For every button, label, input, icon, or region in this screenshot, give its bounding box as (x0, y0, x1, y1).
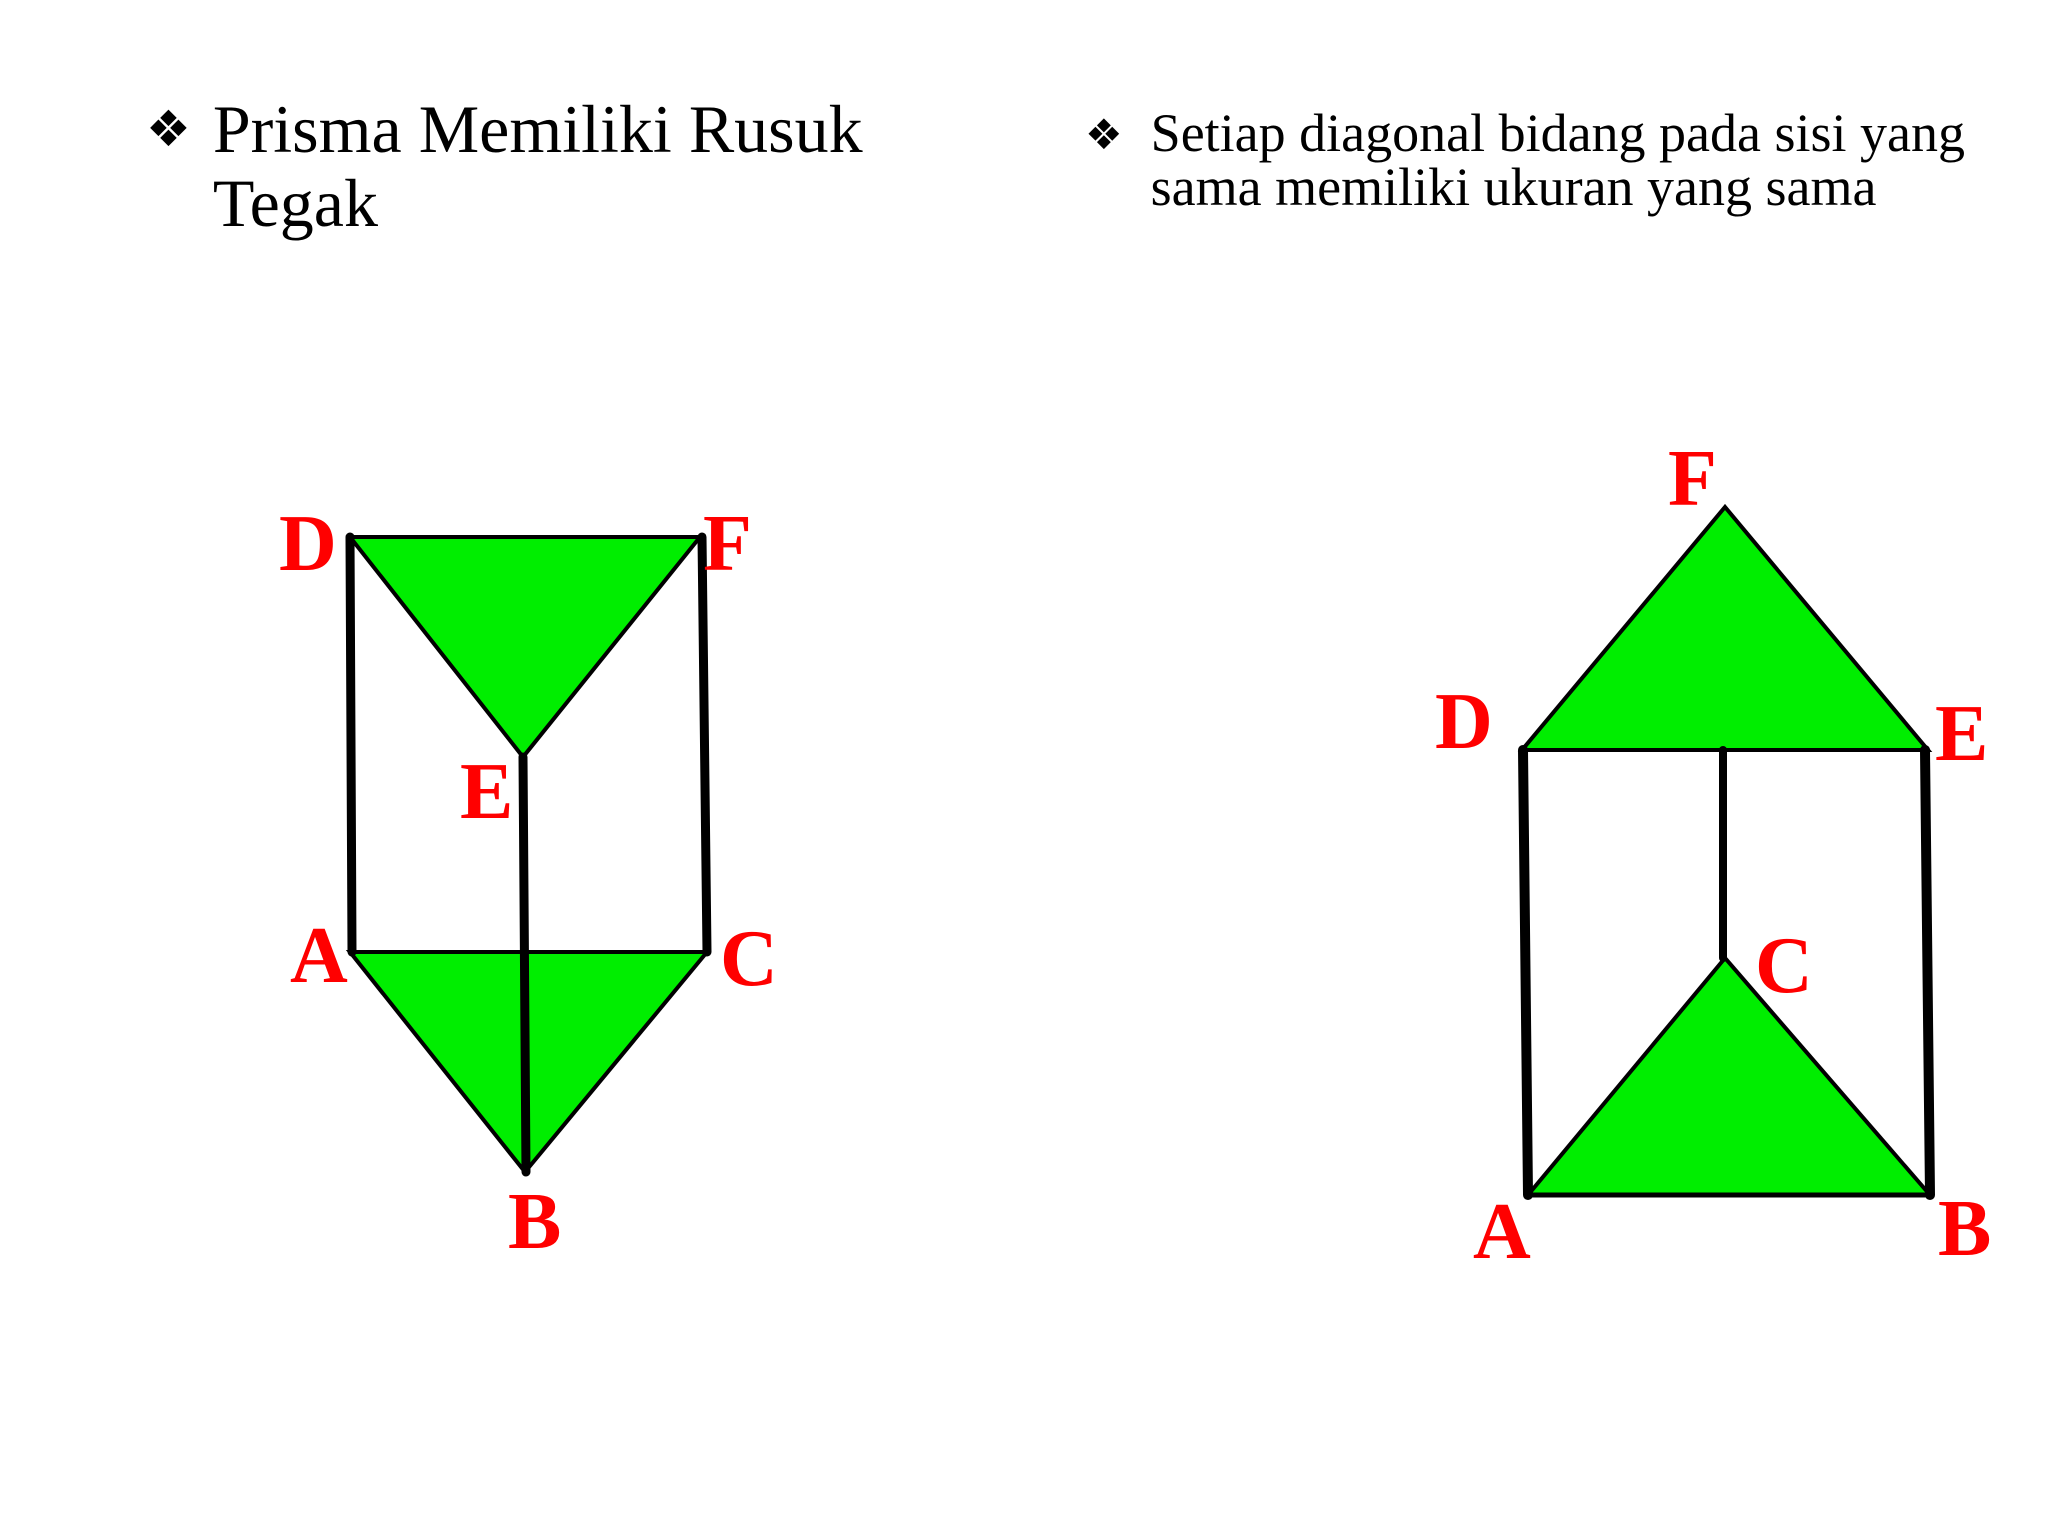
prism-faces-left (345, 535, 712, 1176)
bullet-text: Setiap diagonal bidang pada sisi yang sa… (1150, 103, 1965, 217)
bullet-text: Prisma Memiliki Rusuk Tegak (212, 91, 863, 241)
face-abc (345, 950, 712, 1176)
vertex-labels-right: F D E C A B (1435, 435, 1991, 1276)
bullet-item-rusuk-tegak: ❖ Prisma Memiliki Rusuk Tegak (146, 92, 946, 240)
bullet-item-diagonal-bidang: ❖ Setiap diagonal bidang pada sisi yang … (1085, 106, 1985, 214)
vertex-label-a-right: A (1473, 1188, 1531, 1276)
vertex-label-a: A (290, 912, 348, 1000)
edge-da-right (1518, 745, 1533, 1200)
diamond-bullet-icon: ❖ (1085, 110, 1123, 159)
vertex-label-b: B (508, 1178, 561, 1266)
face-abc-right (1523, 954, 1935, 1197)
prism-faces-right (1517, 503, 1935, 1197)
face-def-right (1517, 503, 1933, 752)
prism-edges-left (345, 532, 712, 1177)
prism-edges-right (1518, 745, 1935, 1200)
vertex-label-d: D (279, 500, 337, 588)
vertex-label-d-right: D (1435, 678, 1493, 766)
vertex-label-f-right: F (1668, 435, 1717, 523)
edge-fc (697, 532, 712, 957)
vertex-label-e-right: E (1935, 690, 1988, 778)
edge-da (345, 532, 357, 957)
vertex-label-c-right: C (1755, 922, 1813, 1010)
vertex-label-b-right: B (1938, 1185, 1991, 1273)
vertex-label-f: F (703, 500, 752, 588)
face-def (345, 535, 705, 761)
edge-eb (518, 752, 531, 1177)
vertex-labels-left: D F E A C B (279, 500, 778, 1266)
vertex-label-e: E (460, 748, 513, 836)
diamond-bullet-icon: ❖ (146, 100, 191, 158)
edge-eb-right (1920, 745, 1935, 1200)
vertex-label-c: C (720, 915, 778, 1003)
